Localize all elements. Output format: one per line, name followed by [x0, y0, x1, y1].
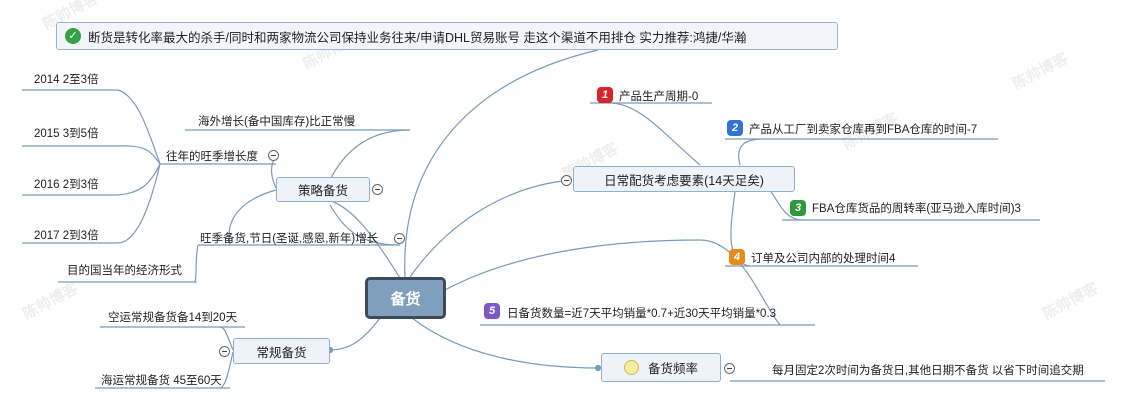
regular-item: 空运常规备货备14到20天	[108, 312, 238, 324]
strategy-node[interactable]: 策略备货	[276, 177, 370, 202]
number-1-icon: 1	[597, 87, 613, 103]
check-circle-icon: ✓	[65, 28, 81, 44]
regular-item: 海运常规备货 45至60天	[101, 375, 222, 387]
factors-label: 日常配货考虑要素(14天足矣)	[604, 173, 764, 188]
top-note-text: 断货是转化率最大的杀手/同时和两家物流公司保持业务往来/申请DHL贸易账号 走这…	[88, 30, 747, 45]
top-note[interactable]: ✓ 断货是转化率最大的杀手/同时和两家物流公司保持业务往来/申请DHL贸易账号 …	[56, 22, 838, 50]
root-node[interactable]: 备货	[365, 277, 446, 319]
peak-growth-item: 2015 3到5倍	[34, 128, 99, 140]
peak-growth-item: 2016 2到3倍	[34, 179, 99, 191]
strategy-label: 策略备货	[297, 184, 348, 198]
root-label: 备货	[390, 290, 421, 308]
frequency-node[interactable]: 备货频率	[601, 353, 721, 382]
number-5-icon: 5	[484, 303, 500, 319]
regular-label: 常规备货	[256, 345, 307, 360]
peak-growth-label: 往年的旺季增长度	[166, 151, 258, 163]
collapse-holiday-icon[interactable]	[394, 233, 405, 244]
factor-item: 订单及公司内部的处理时间4	[751, 253, 896, 265]
collapse-strategy-icon[interactable]	[372, 184, 383, 195]
regular-node[interactable]: 常规备货	[233, 338, 330, 364]
factor-item: FBA仓库货品的周转率(亚马逊入库时间)3	[812, 203, 1021, 215]
peak-growth-item: 2017 2到3倍	[34, 230, 99, 242]
daily-formula-text: 日备货数量=近7天平均销量*0.7+近30天平均销量*0.3	[507, 308, 777, 320]
collapse-frequency-icon[interactable]	[724, 363, 735, 374]
collapse-factors-icon[interactable]	[561, 175, 572, 186]
collapse-peak-growth-icon[interactable]	[268, 150, 279, 161]
yellow-dot-icon	[624, 360, 639, 375]
frequency-label: 备货频率	[648, 362, 699, 376]
collapse-regular-icon[interactable]	[219, 346, 230, 357]
factor-item: 产品从工厂到卖家仓库再到FBA仓库的时间-7	[749, 124, 978, 136]
number-4-icon: 4	[729, 249, 745, 265]
number-3-icon: 3	[790, 200, 806, 216]
factors-node[interactable]: 日常配货考虑要素(14天足矣)	[573, 166, 795, 192]
factor-item: 产品生产周期-0	[619, 91, 699, 103]
frequency-detail: 每月固定2次时间为备货日,其他日期不备货 以省下时间追交期	[772, 365, 1084, 377]
peak-growth-item: 2014 2至3倍	[34, 74, 99, 86]
number-2-icon: 2	[727, 120, 743, 136]
economy-text: 目的国当年的经济形式	[67, 265, 182, 277]
overseas-growth-text: 海外增长(备中国库存)比正常慢	[198, 116, 356, 128]
holiday-growth-text: 旺季备货,节日(圣诞,感恩,新年)增长	[200, 233, 379, 245]
